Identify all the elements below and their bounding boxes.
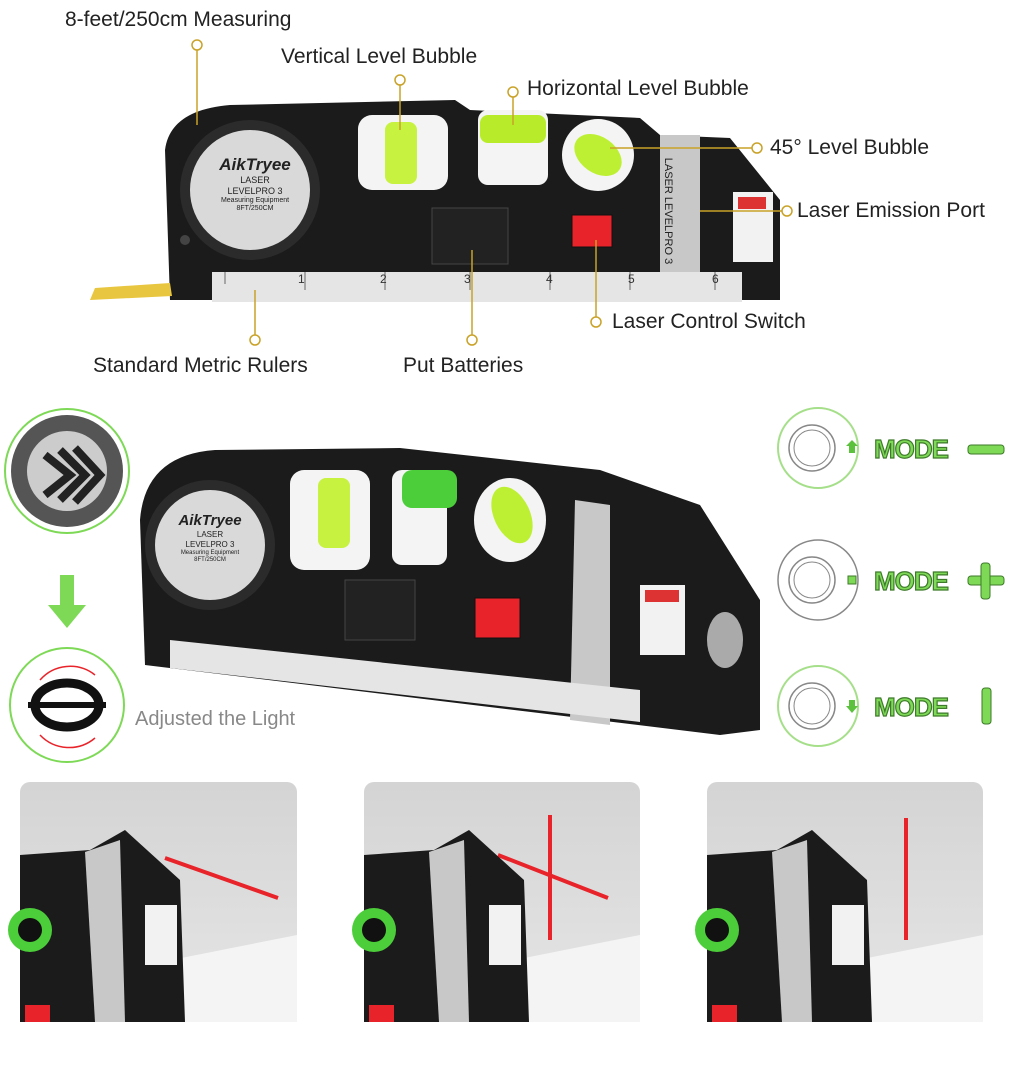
horizontal-bubble: [480, 115, 546, 143]
brand-text-top: AikTryee LASER LEVELPRO 3 Measuring Equi…: [200, 155, 310, 213]
ruler-number: 3: [464, 272, 471, 286]
ruler-number: 5: [628, 272, 635, 286]
ruler-number: 4: [546, 272, 553, 286]
callout-lines: [191, 39, 793, 346]
tape-end: [90, 283, 172, 300]
brand-text-middle: AikTryee LASER LEVELPRO 3 Measuring Equi…: [160, 512, 260, 564]
photo-cross-line: [352, 782, 640, 1022]
side-label: LASER LEVELPRO 3: [662, 157, 675, 265]
arrow-down-icon: [846, 700, 858, 713]
arrow-down-icon: [48, 575, 86, 628]
callout-45-bubble: 45° Level Bubble: [770, 136, 930, 159]
brand-name: AikTryee: [219, 155, 291, 174]
model-line2: LEVELPRO 3: [185, 540, 235, 549]
model-line1: LASER: [240, 175, 270, 185]
brand-badge: [190, 130, 310, 250]
callout-rulers: Standard Metric Rulers: [93, 354, 308, 377]
brand-name: AikTryee: [178, 512, 242, 529]
photo-vertical-line: [695, 782, 983, 1022]
spec-line2: 8FT/250CM: [194, 557, 226, 563]
top-laser-level: [90, 100, 780, 302]
45-bubble: [574, 134, 622, 176]
horizontal-line-icon: [967, 444, 1005, 455]
arrow-up-icon: [846, 440, 858, 453]
spec-line1: Measuring Equipment: [220, 197, 290, 204]
mode-label-horizontal: MODE: [873, 433, 949, 464]
knob-detail: [4, 408, 130, 763]
spec-line2: 8FT/250CM: [236, 205, 274, 212]
laser-switch: [571, 214, 613, 248]
callout-laser-port: Laser Emission Port: [797, 199, 985, 222]
callout-measuring: 8-feet/250cm Measuring: [65, 8, 292, 31]
callout-horizontal-bubble: Horizontal Level Bubble: [527, 77, 749, 100]
ruler: [212, 272, 742, 302]
spec-line1: Measuring Equipment: [180, 550, 240, 556]
square-icon: [847, 575, 857, 585]
ruler-number: 1: [298, 272, 305, 286]
photo-horizontal-line: [8, 782, 297, 1022]
middle-laser-level: [140, 448, 760, 735]
model-line2: LEVELPRO 3: [227, 186, 283, 196]
callout-laser-switch: Laser Control Switch: [612, 310, 806, 333]
adjust-label: Adjusted the Light: [135, 708, 296, 730]
vertical-bubble: [385, 122, 417, 184]
ruler-number: 2: [380, 272, 387, 286]
mode-label-cross: MODE: [873, 565, 949, 596]
ruler-number: 6: [712, 272, 719, 286]
callout-vertical-bubble: Vertical Level Bubble: [281, 45, 478, 68]
vertical-line-icon: [981, 687, 992, 725]
callout-batteries: Put Batteries: [403, 354, 524, 377]
mode-dials: [777, 407, 1005, 747]
model-line1: LASER: [196, 530, 224, 539]
mode-label-vertical: MODE: [873, 691, 949, 722]
